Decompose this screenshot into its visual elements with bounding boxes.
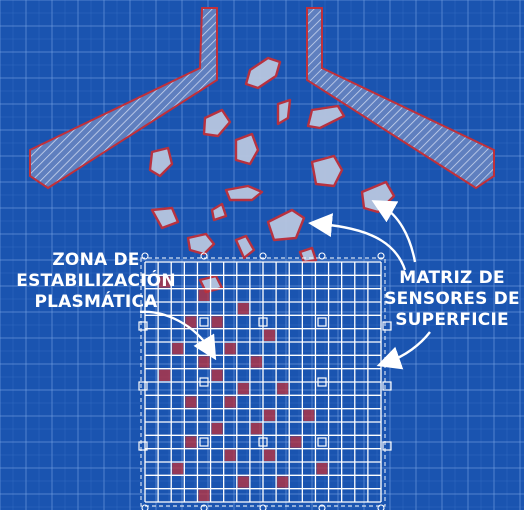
callout-arrow-to-chute [371, 200, 417, 263]
sensor-cell-active [159, 276, 171, 288]
callout-arrow-to-matrix [376, 331, 431, 370]
sensor-cell-active [159, 369, 171, 381]
funnel-chute-right-icon [306, 7, 495, 190]
sensor-matrix [138, 252, 392, 510]
plasma-fragment-icon [306, 104, 346, 130]
sensor-node-icon [382, 381, 392, 391]
sensor-node-icon [317, 437, 327, 447]
sensor-node-icon [259, 504, 267, 510]
sensor-cell-active [277, 476, 289, 488]
sensor-cell-active [316, 463, 328, 475]
plasma-fragment-icon [202, 108, 232, 138]
sensor-cell-active [224, 449, 236, 461]
sensor-node-icon [377, 504, 385, 510]
sensor-cell-active [198, 356, 210, 368]
matrix-label-line-3: SUPERFICIE [395, 310, 509, 330]
sensor-node-icon [382, 441, 392, 451]
callout-arrow-to-fragments [308, 213, 407, 271]
sensor-cell-active [250, 356, 262, 368]
funnel-chute-left-icon [29, 7, 218, 190]
sensor-node-icon [258, 437, 268, 447]
sensor-cell-active [224, 343, 236, 355]
sensor-cell-active [185, 436, 197, 448]
plasma-fragments [148, 56, 396, 294]
plasma-fragment-icon [244, 56, 282, 90]
sensor-node-icon [141, 504, 149, 510]
sensor-cell-active [237, 303, 249, 315]
sensor-cell-active [277, 383, 289, 395]
plasma-fragment-icon [234, 234, 256, 260]
sensor-cell-active [264, 449, 276, 461]
plasma-fragment-icon [148, 146, 174, 178]
plasma-fragment-icon [210, 202, 228, 222]
sensor-cell-active [211, 369, 223, 381]
sensor-cell-active [172, 463, 184, 475]
sensor-node-icon [138, 381, 148, 391]
sensor-cell-active [198, 489, 210, 501]
sensor-cell-active [290, 436, 302, 448]
plasma-fragment-icon [310, 154, 344, 188]
sensor-cell-active [211, 316, 223, 328]
sensor-node-icon [377, 252, 385, 260]
zone-label-line-1: ZONA DE [52, 250, 140, 270]
plasma-fragment-icon [186, 232, 216, 256]
sensor-node-icon [199, 377, 209, 387]
sensor-cell-active [172, 343, 184, 355]
sensor-cell-active [264, 409, 276, 421]
sensor-node-icon [138, 321, 148, 331]
sensor-node-icon [258, 317, 268, 327]
sensor-node-icon [317, 317, 327, 327]
plasma-fragment-icon [224, 184, 264, 202]
sensor-cell-active [185, 316, 197, 328]
sensor-node-icon [138, 441, 148, 451]
matrix-label-line-2: SENSORES DE [384, 289, 520, 309]
sensor-cell-active [198, 289, 210, 301]
callout-arrow-to-zone [139, 310, 217, 361]
plasma-fragment-icon [266, 208, 306, 242]
sensor-cell-active [237, 476, 249, 488]
sensor-node-icon [318, 252, 326, 260]
sensor-node-icon [382, 321, 392, 331]
sensor-cell-active [224, 396, 236, 408]
sensor-node-icon [318, 504, 326, 510]
sensor-node-icon [200, 504, 208, 510]
sensor-cell-active [303, 409, 315, 421]
sensor-node-icon [141, 252, 149, 260]
funnel-chute [29, 7, 495, 190]
zone-label-line-2: ESTABILIZACIÓN [16, 271, 176, 291]
plasma-fragment-icon [150, 206, 180, 230]
sensor-node-icon [259, 252, 267, 260]
zone-label: ZONA DE ESTABILIZACIÓN PLASMÁTICA [12, 250, 180, 313]
sensor-cell-active [185, 396, 197, 408]
plasma-fragment-icon [276, 98, 292, 126]
sensor-node-icon [317, 377, 327, 387]
sensor-cell-active [264, 329, 276, 341]
sensor-node-icon [199, 437, 209, 447]
sensor-cell-active [211, 423, 223, 435]
plasma-fragment-icon [298, 246, 318, 264]
matrix-label-line-1: MATRIZ DE [399, 268, 505, 288]
zone-label-line-3: PLASMÁTICA [34, 292, 158, 312]
sensor-cell-active [250, 423, 262, 435]
matrix-label: MATRIZ DE SENSORES DE SUPERFICIE [380, 268, 524, 331]
callout-arrows [139, 200, 431, 370]
plasma-fragment-icon [234, 132, 260, 166]
sensor-node-icon [200, 252, 208, 260]
sensor-cell-active [237, 383, 249, 395]
sensor-node-icon [199, 317, 209, 327]
